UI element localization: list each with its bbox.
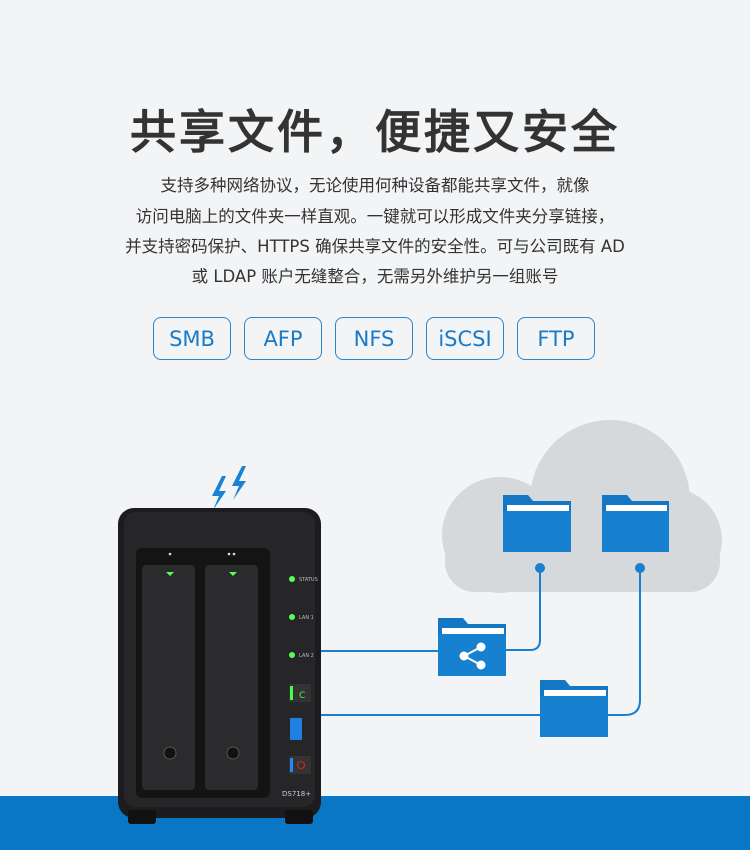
folder-icon (540, 680, 608, 737)
connection-lines (320, 568, 641, 716)
svg-text:C: C (299, 691, 305, 701)
node-dot (635, 563, 645, 573)
lightning-icon (212, 466, 246, 510)
description-line: 并支持密码保护、HTTPS 确保共享文件的安全性。可与公司既有 AD (125, 237, 625, 256)
share-icon (459, 642, 486, 670)
led-label: LAN 2 (299, 653, 314, 659)
protocol-tag-iscsi: iSCSI (426, 317, 504, 360)
protocol-tags: SMB AFP NFS iSCSI FTP (153, 317, 595, 360)
description-line: 访问电脑上的文件夹一样直观。一键就可以形成文件夹分享链接， (135, 207, 615, 226)
led-label: LAN 1 (299, 615, 314, 621)
page-title: 共享文件，便捷又安全 (130, 105, 620, 159)
description-line: 支持多种网络协议，无论使用何种设备都能共享文件，就像 (160, 176, 590, 195)
led-label: STATUS (299, 577, 318, 583)
power-button (289, 756, 311, 774)
protocol-tag-afp: AFP (244, 317, 322, 360)
description-line: 或 LDAP 账户无缝整合，无需另外维护另一组账号 (191, 267, 559, 286)
folder-icon (503, 495, 571, 552)
shared-folder-icon (438, 618, 506, 676)
status-led (289, 576, 295, 582)
protocol-tag-nfs: NFS (335, 317, 413, 360)
drive-bay (142, 565, 195, 790)
usb-port-icon (290, 718, 302, 740)
node-dot (535, 563, 545, 573)
cloud-icon (442, 420, 722, 593)
nas-device: STATUS LAN 1 LAN 2 C DS718+ (118, 508, 321, 824)
lan2-led (289, 652, 295, 658)
copy-button (289, 684, 311, 702)
protocol-tag-smb: SMB (153, 317, 231, 360)
model-label: DS718+ (282, 790, 311, 798)
drive-bay (205, 565, 258, 790)
lan1-led (289, 614, 295, 620)
protocol-tag-ftp: FTP (517, 317, 595, 360)
folder-icon (602, 495, 669, 552)
